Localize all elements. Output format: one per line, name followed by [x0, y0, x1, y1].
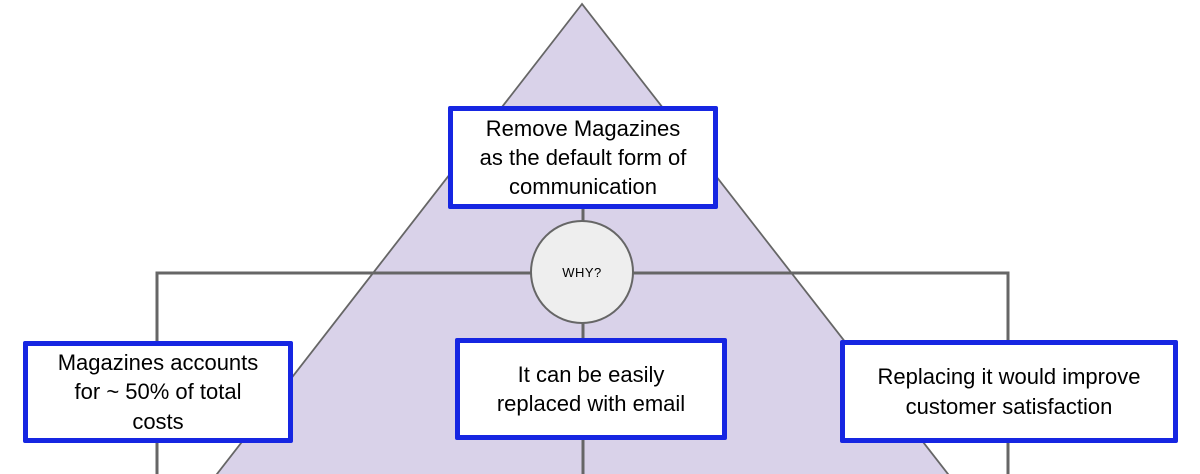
reason-node-satisfaction-label: Replacing it would improve customer sati… [877, 364, 1141, 419]
reason-node-email[interactable]: It can be easily replaced with email [455, 338, 727, 440]
reason-node-cost[interactable]: Magazines accounts for ~ 50% of total co… [23, 341, 293, 443]
why-label: WHY? [562, 264, 602, 280]
reason-node-email-label: It can be easily replaced with email [496, 361, 686, 416]
why-circle[interactable] [530, 220, 634, 324]
reason-node-satisfaction[interactable]: Replacing it would improve customer sati… [840, 340, 1178, 443]
problem-node-label: Remove Magazines as the default form of … [479, 115, 687, 200]
problem-node[interactable]: Remove Magazines as the default form of … [448, 106, 718, 209]
reason-node-cost-label: Magazines accounts for ~ 50% of total co… [57, 350, 259, 434]
